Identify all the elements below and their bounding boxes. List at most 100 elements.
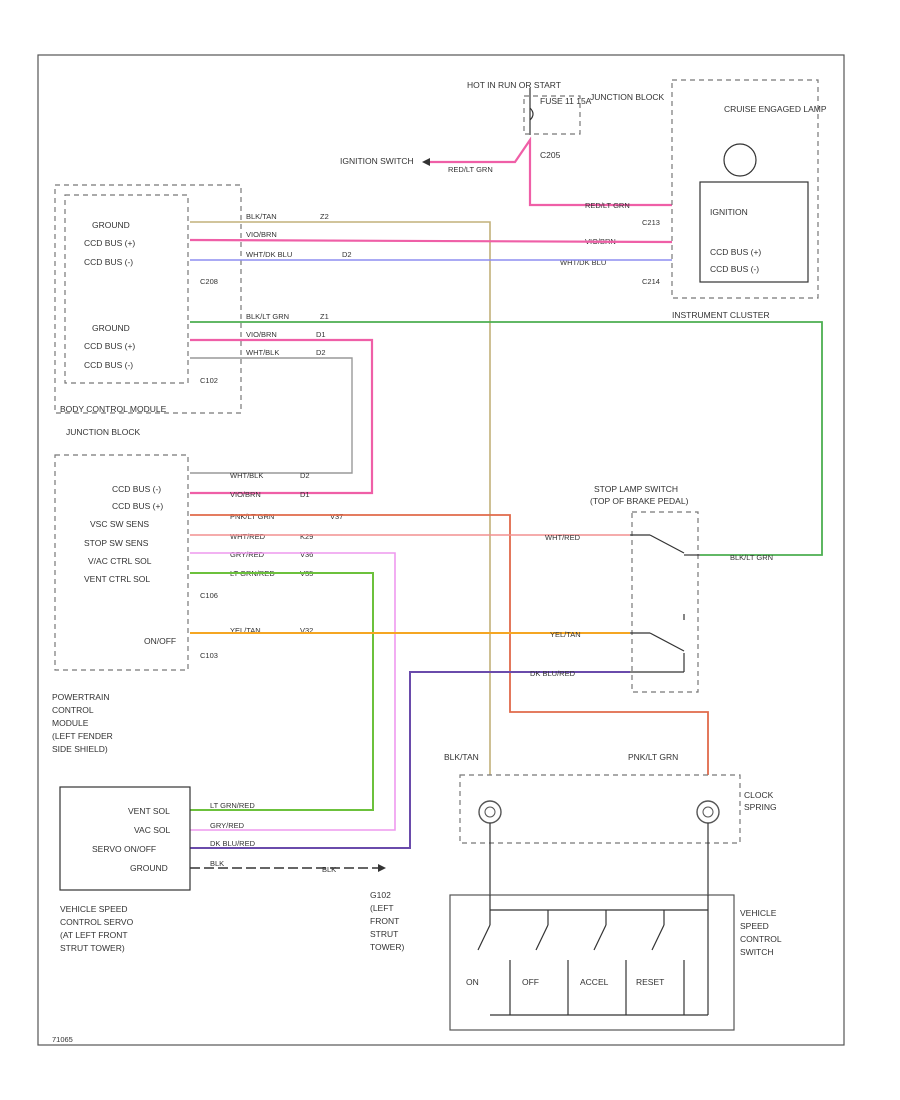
pcm-c106: C106 — [200, 591, 218, 600]
cruise-lamp-label: CRUISE ENGAGED LAMP — [724, 104, 827, 114]
pcm-wire-3: WHT/RED — [230, 532, 266, 541]
pcm-row-1: CCD BUS (+) — [112, 501, 163, 511]
bcm-code-d2-b: D2 — [316, 348, 326, 357]
ignition-arrow-icon — [422, 158, 430, 166]
cluster-wire-wht-dkblu: WHT/DK BLU — [560, 258, 606, 267]
pcm-onoff: ON/OFF — [144, 636, 176, 646]
pcm-code-2: V37 — [330, 512, 343, 521]
bcm-wlbl-wht-dkblu: WHT/DK BLU — [246, 250, 292, 259]
vsc-btn-reset: RESET — [636, 977, 664, 987]
clock-spring-left-inner-icon — [484, 806, 496, 818]
wire-dk-blu-red — [190, 671, 630, 849]
servo-wire-1: GRY/RED — [210, 821, 245, 830]
pcm-wire-1: VIO/BRN — [230, 490, 261, 499]
servo-row-2: SERVO ON/OFF — [92, 844, 156, 854]
stop-wire-purple: DK BLU/RED — [530, 669, 576, 678]
vsc-switch-box — [449, 894, 735, 1031]
servo-wire-2: DK BLU/RED — [210, 839, 256, 848]
bcm-ground-2: GROUND — [92, 323, 130, 333]
stop-switch-box — [631, 511, 699, 693]
vsc-name-2: CONTROL — [740, 934, 782, 944]
ground-ref-4: TOWER) — [370, 942, 404, 952]
wire-lt-grn-red — [190, 572, 374, 811]
bcm-wlbl-vio-brn2: VIO/BRN — [246, 330, 277, 339]
servo-wire-0: LT GRN/RED — [210, 801, 255, 810]
bcm-name: BODY CONTROL MODULE — [60, 404, 167, 414]
servo-name-1: CONTROL SERVO — [60, 917, 134, 927]
pcm-name-2: MODULE — [52, 718, 89, 728]
stop-switch-contact-1 — [649, 534, 685, 554]
hot-in-run-label: HOT IN RUN OR START — [467, 80, 561, 90]
pcm-name-4: SIDE SHIELD) — [52, 744, 108, 754]
pcm-name-1: CONTROL — [52, 705, 94, 715]
wire-blk-lt-grn — [190, 321, 823, 556]
pcm-onoff-wire: YEL/TAN — [230, 626, 261, 635]
clock-spring-right-icon — [696, 800, 720, 824]
pcm-wire-0: WHT/BLK — [230, 471, 263, 480]
ground-ref-2: FRONT — [370, 916, 399, 926]
instrument-cluster-box — [671, 79, 819, 299]
bcm-wlbl-wht-blk: WHT/BLK — [246, 348, 279, 357]
ground-ref-0: G102 — [370, 890, 391, 900]
wire-label-red-lg-top: RED/LT GRN — [448, 165, 493, 174]
pcm-box — [54, 454, 189, 671]
ignition-switch-label: IGNITION SWITCH — [340, 156, 414, 166]
vsc-btn-accel: ACCEL — [580, 977, 609, 987]
pcm-onoff-code: V32 — [300, 626, 313, 635]
bcm-ccd-plus-1: CCD BUS (+) — [84, 238, 135, 248]
vsc-btn-on: ON — [466, 977, 479, 987]
pcm-code-4: V36 — [300, 550, 313, 559]
bcm-code-d1: D1 — [316, 330, 326, 339]
pcm-code-1: D1 — [300, 490, 310, 499]
bcm-ccd-plus-2: CCD BUS (+) — [84, 341, 135, 351]
pcm-c103: C103 — [200, 651, 218, 660]
vsc-contacts — [477, 910, 685, 1015]
wire-vio-brn-cluster — [189, 238, 673, 244]
wire-red-lt-grn-top — [430, 136, 672, 207]
clock-spring-left-icon — [478, 800, 502, 824]
bcm-outer-box — [54, 184, 242, 414]
pcm-row-3: STOP SW SENS — [84, 538, 149, 548]
stop-wire-out: BLK/LT GRN — [730, 553, 773, 562]
wire-blk-tan — [190, 221, 491, 775]
diagram-frame — [37, 54, 845, 1046]
pcm-row-5: VENT CTRL SOL — [84, 574, 150, 584]
bcm-c102: C102 — [200, 376, 218, 385]
clock-right-wire: PNK/LT GRN — [628, 752, 678, 762]
bcm-code-d2-a: D2 — [342, 250, 352, 259]
vsc-name-3: SWITCH — [740, 947, 774, 957]
cluster-ccd-minus: CCD BUS (-) — [710, 264, 759, 274]
clock-spring-right-inner-icon — [702, 806, 714, 818]
junction-block-box — [523, 95, 581, 135]
footer-code: 71065 — [52, 1035, 73, 1044]
vsc-name-0: VEHICLE — [740, 908, 777, 918]
servo-wire-3: BLK — [210, 859, 224, 868]
clock-left-wire: BLK/TAN — [444, 752, 479, 762]
cluster-module-box — [699, 181, 809, 283]
clock-spring-box — [459, 774, 741, 844]
connector-c205: C205 — [540, 150, 561, 160]
vsc-btn-off: OFF — [522, 977, 539, 987]
bcm-wlbl-vio-brn: VIO/BRN — [246, 230, 277, 239]
fuse-label: FUSE 11 15A — [540, 96, 592, 106]
stop-wire-onoff: YEL/TAN — [550, 630, 581, 639]
servo-name-2: (AT LEFT FRONT — [60, 930, 128, 940]
bcm-ccd-minus-2: CCD BUS (-) — [84, 360, 133, 370]
cruise-lamp-icon — [723, 143, 757, 177]
pcm-code-0: D2 — [300, 471, 310, 480]
servo-row-3: GROUND — [130, 863, 168, 873]
ground-arrow-icon — [378, 864, 386, 872]
pcm-name-3: (LEFT FENDER — [52, 731, 113, 741]
stop-switch-name-1: (TOP OF BRAKE PEDAL) — [590, 496, 689, 506]
cluster-c213: C213 — [642, 218, 660, 227]
cluster-ignition: IGNITION — [710, 207, 748, 217]
bcm-ccd-minus-1: CCD BUS (-) — [84, 257, 133, 267]
bcm-c208: C208 — [200, 277, 218, 286]
fuse-symbol — [529, 107, 534, 121]
servo-name-3: STRUT TOWER) — [60, 943, 125, 953]
cluster-wire-red-lg: RED/LT GRN — [585, 201, 630, 210]
clock-spring-name-1: SPRING — [744, 802, 777, 812]
servo-row-1: VAC SOL — [134, 825, 170, 835]
stop-wire-in: WHT/RED — [545, 533, 581, 542]
stop-switch-name-0: STOP LAMP SWITCH — [594, 484, 678, 494]
